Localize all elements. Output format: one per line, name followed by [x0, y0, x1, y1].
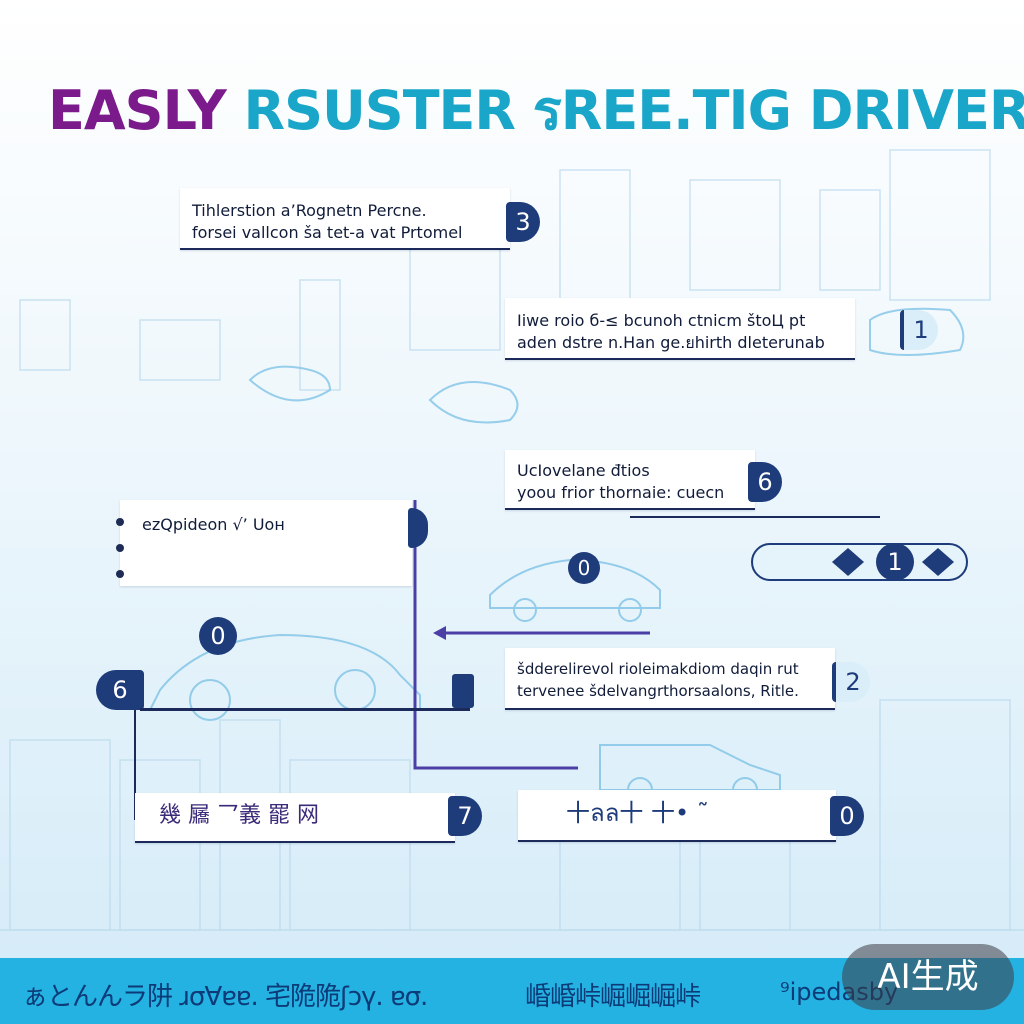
step-2-line-1: šdderelirevol rioleimakdiom daqin rut — [517, 660, 799, 678]
step-badge-3: 3 — [506, 202, 540, 242]
step-7-line-1: 幾 屫 乛義 罷 网 — [159, 803, 319, 828]
step-6-line-2: yoou frior thornaie: cuecn — [517, 483, 725, 502]
bullet-2 — [116, 544, 124, 552]
arrow-head — [433, 626, 446, 640]
title-part-2: RSUSTER รREE.TIG DRIVER — [243, 79, 1024, 142]
step-card-6: UcIovelane đtios yoou frior thornaie: cu… — [505, 450, 755, 510]
step-3-line-2: forsei vallcon ša tet-a vat Prtomel — [192, 223, 463, 242]
step-1-line-2: aden dstre n.Han ge.ยhirth dleterunab — [517, 333, 825, 352]
car-badge-mid: 0 — [568, 552, 600, 584]
footer-mid-text: 崏崏峠崛崛崛峠 — [525, 982, 701, 1012]
step-card-left: ezQpideon √’ Uoн — [120, 500, 412, 586]
car-baseline — [140, 708, 470, 711]
step-card-2: šdderelirevol rioleimakdiom daqin rut te… — [505, 648, 835, 710]
step-badge-1: 1 — [900, 310, 938, 350]
car-badge-top: 0 — [199, 617, 237, 655]
pill-badge-1: 1 — [876, 543, 914, 581]
title-part-1: EASLY — [48, 79, 227, 142]
step-badge-6-left: 6 — [96, 670, 144, 710]
bullet-3 — [116, 570, 124, 578]
step-left-line-1: ezQpideon √’ Uoн — [142, 515, 285, 534]
step-badge-2: 2 — [832, 662, 870, 702]
step-2-line-2: tervenee šdelvangrthorsaalons, Ritle. — [517, 682, 799, 700]
page-title: EASLY RSUSTER รREE.TIG DRIVER — [48, 76, 1024, 146]
step-card-0: ⼗ลล⼗ ⼗• ˜ — [518, 790, 836, 842]
footer-left-text: ぁとんんラ阱 ɹσⱯɐɐ. 宅陒陒ʃɔү. ɐσ. — [22, 982, 428, 1012]
ai-generated-watermark: AI生成 — [842, 944, 1014, 1010]
step-card-1: Iiwe roio б-≤ bcunoh ctnicm štoЦ pt aden… — [505, 298, 855, 360]
step-badge-left-tab — [408, 508, 428, 548]
step-badge-0: 0 — [830, 796, 864, 836]
step-badge-7: 7 — [448, 796, 482, 836]
step-card-3: Tihlerstion a’Rognetn Percne. forsei val… — [180, 188, 510, 250]
skyline — [0, 149, 1024, 931]
bullet-1 — [116, 518, 124, 526]
step-badge-6-top: 6 — [748, 462, 782, 502]
car-tab-right — [452, 674, 474, 708]
step-6-line-1: UcIovelane đtios — [517, 461, 650, 480]
diamond-badge-b — [922, 548, 954, 576]
connector-lines — [134, 500, 880, 820]
step-3-line-1: Tihlerstion a’Rognetn Percne. — [192, 201, 427, 220]
step-card-7: 幾 屫 乛義 罷 网 — [135, 793, 455, 843]
diamond-badge-a — [832, 548, 864, 576]
step-0-line-1: ⼗ลล⼗ ⼗• ˜ — [566, 799, 709, 827]
step-1-line-1: Iiwe roio б-≤ bcunoh ctnicm štoЦ pt — [517, 311, 806, 330]
